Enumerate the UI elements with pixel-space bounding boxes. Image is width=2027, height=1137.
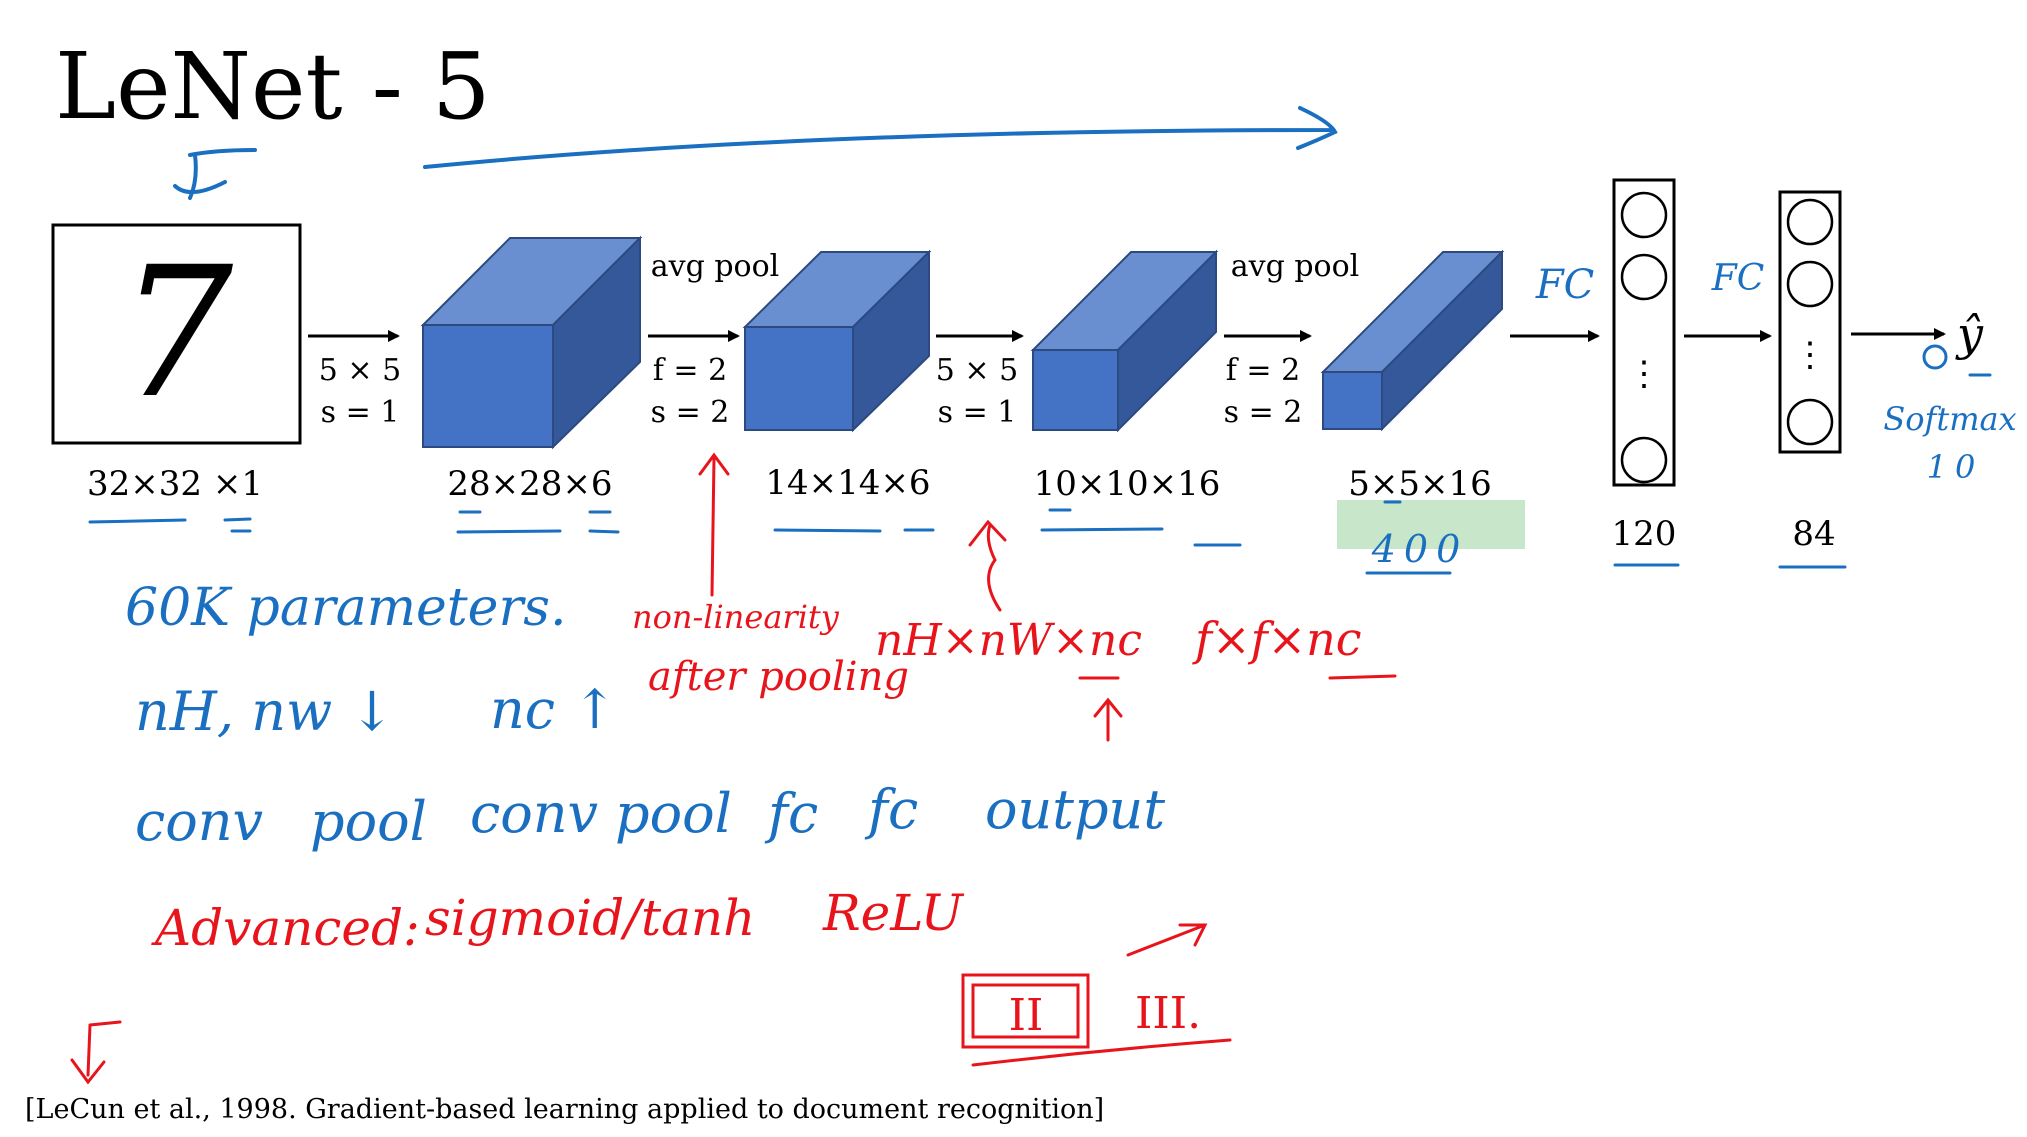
flatten-highlight: [1337, 500, 1525, 549]
output-yhat: ŷ: [1955, 307, 1984, 361]
fc1-units-label: 120: [1612, 514, 1677, 554]
pool2-filter-label: f = 2: [1226, 353, 1300, 388]
flattened-size-label: 400: [1371, 527, 1469, 571]
volume-10x10x16: [1030, 249, 1219, 433]
sequence-output: output: [985, 778, 1165, 841]
fc2-handwritten-label: FC: [1711, 258, 1765, 299]
slide-title: LeNet - 5: [55, 33, 491, 140]
conv1-filter-label: 5 × 5: [319, 353, 401, 388]
layer3-dims-label: 10×10×16: [1034, 464, 1221, 504]
volume-5x5x16: [1320, 249, 1505, 432]
fc2-units-label: 84: [1792, 514, 1835, 554]
paper-sections-note: [961, 923, 1232, 1067]
citation-marker-stroke: [70, 1020, 122, 1085]
filter-formula-underline: [1328, 674, 1397, 680]
section-ii-label: II: [1009, 990, 1044, 1041]
sequence-fc-1: fc: [764, 782, 818, 845]
advanced-note: Advanced:: [151, 899, 420, 957]
volume-14x14x6: [742, 249, 932, 433]
input-dims-label: 32×32 ×1: [87, 464, 263, 504]
fc2-layer: [1778, 190, 1842, 454]
output-neuron-sketch: [1922, 344, 1948, 370]
input-marker-stroke: [173, 148, 257, 200]
softmax-classes-label: 10: [1927, 448, 1984, 486]
input-image: 7: [51, 223, 302, 445]
softmax-label: Softmax: [1883, 400, 2016, 438]
sequence-fc-2: fc: [864, 778, 918, 841]
conv1-stride-label: s = 1: [321, 395, 400, 430]
relu-note: ReLU: [822, 884, 965, 942]
sequence-pool-2: pool: [615, 782, 732, 845]
activation-note: sigmoid/tanh: [425, 889, 755, 947]
volume-note-arrow: [968, 519, 1007, 612]
spatial-shrink-note: nH, nw ↓: [135, 680, 395, 743]
layer4-dims-label: 5×5×16: [1348, 464, 1492, 504]
layer2-dims-label: 14×14×6: [765, 463, 930, 503]
fc1-ellipsis: ⋮: [1627, 354, 1661, 394]
sequence-conv-2: conv: [470, 782, 598, 845]
shape-formula-note: nH×nW×nc: [875, 615, 1142, 666]
pooling-note-arrow: [698, 452, 730, 597]
layer-sequence: conv pool conv pool fc fc output: [135, 778, 1165, 853]
nonlinearity-note-line2: after pooling: [648, 654, 909, 700]
pool2-stride-label: s = 2: [1224, 395, 1303, 430]
sequence-pool-1: pool: [310, 790, 427, 853]
dimension-underlines: [88, 373, 1992, 575]
nonlinearity-note-line1: non-linearity: [632, 598, 840, 636]
filter-formula-note: f×f×nc: [1192, 612, 1362, 666]
pool1-filter-label: f = 2: [653, 353, 727, 388]
pool1-stride-label: s = 2: [651, 395, 730, 430]
layer1-dims-label: 28×28×6: [447, 464, 612, 504]
params-note: 60K parameters.: [125, 578, 567, 638]
shape-formula-underline: [1078, 676, 1123, 742]
volume-28x28x6: [420, 235, 643, 450]
citation: [LeCun et al., 1998. Gradient-based lear…: [25, 1094, 1104, 1125]
conv2-filter-label: 5 × 5: [936, 353, 1018, 388]
conv2-stride-label: s = 1: [938, 395, 1017, 430]
pool1-type-label: avg pool: [651, 249, 780, 284]
fc1-handwritten-label: FC: [1535, 262, 1594, 308]
fc1-layer: [1612, 178, 1676, 487]
channels-grow-note: nc ↑: [490, 678, 617, 741]
sequence-conv-1: conv: [135, 790, 263, 853]
fc2-ellipsis: ⋮: [1793, 335, 1827, 375]
section-iii-label: III.: [1135, 988, 1201, 1039]
forward-flow-arrow: [423, 106, 1338, 169]
pool2-type-label: avg pool: [1231, 249, 1360, 284]
input-digit: 7: [119, 229, 234, 438]
